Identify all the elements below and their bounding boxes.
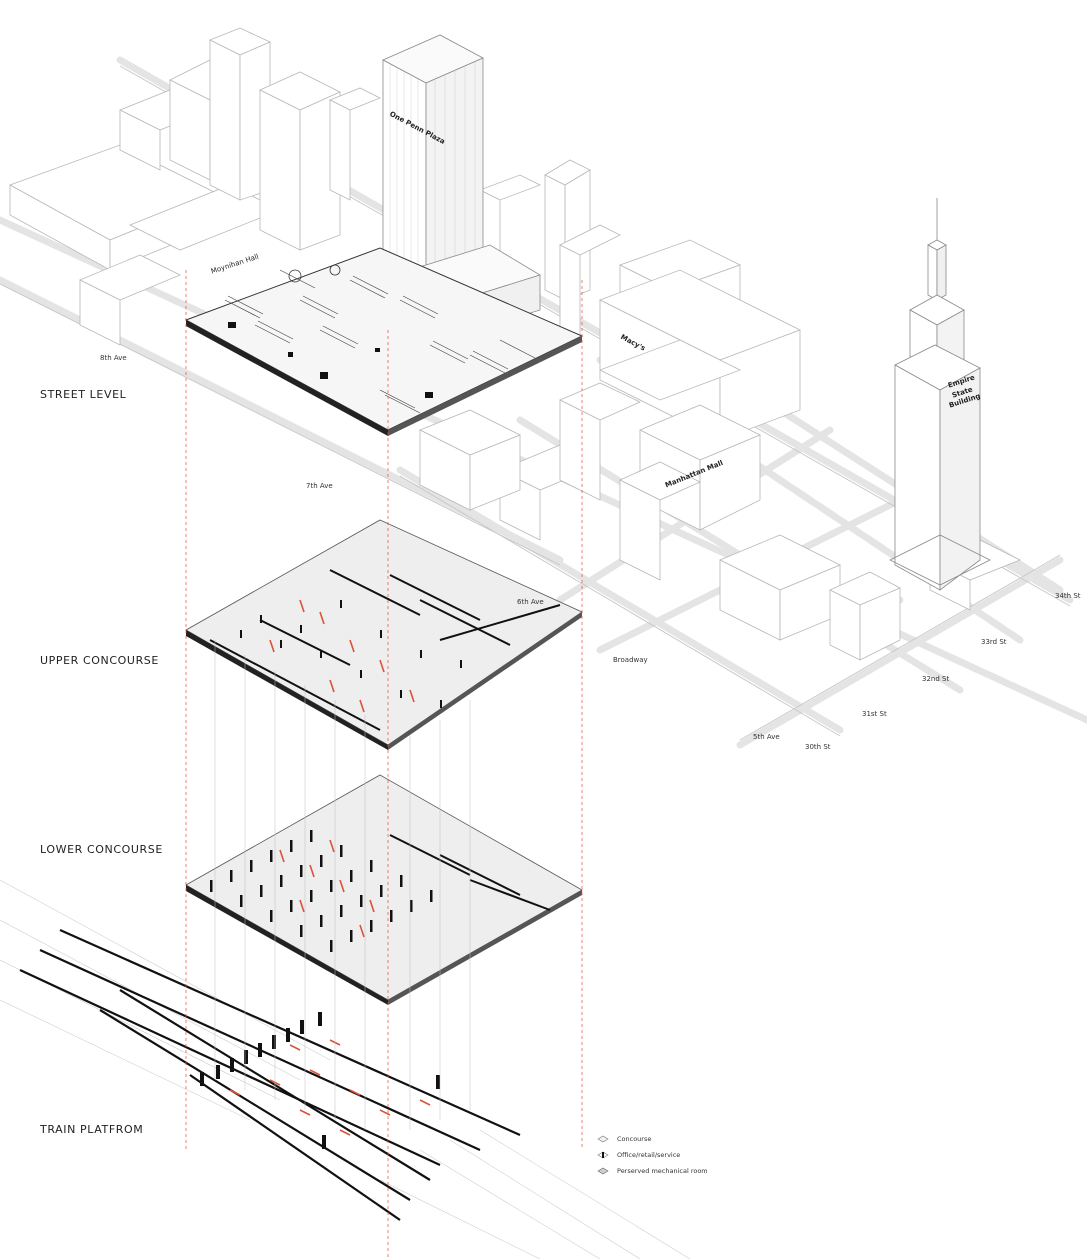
label-lower-concourse: LOWER CONCOURSE [40, 843, 163, 856]
one-penn-plaza-tower [382, 34, 541, 336]
street-30th-st: 30th St [805, 743, 831, 751]
legend-label-concourse: Concourse [617, 1135, 652, 1143]
context-buildings [9, 27, 1021, 661]
label-train-platform: TRAIN PLATFROM [40, 1123, 144, 1136]
label-upper-concourse: UPPER CONCOURSE [40, 654, 159, 667]
street-7th-ave: 7th Ave [306, 482, 333, 490]
label-street-level: STREET LEVEL [40, 388, 127, 401]
street-33rd-st: 33rd St [981, 638, 1007, 646]
street-broadway: Broadway [613, 656, 648, 664]
mechanical-swatch-icon [597, 1167, 609, 1175]
lower-concourse-slab [185, 774, 583, 1005]
alignment-lines [185, 270, 583, 1259]
street-8th-ave: 8th Ave [100, 354, 127, 362]
empire-state-building [889, 198, 991, 591]
street-34th-st: 34th St [1055, 592, 1081, 600]
legend-label-office: Office/retail/service [617, 1151, 681, 1159]
structural-lines [214, 640, 471, 1130]
office-swatch-icon [597, 1151, 609, 1159]
street-6th-ave: 6th Ave [517, 598, 544, 606]
street-5th-ave: 5th Ave [753, 733, 780, 741]
legend-label-mechanical: Perserved mechanical room [617, 1167, 708, 1175]
street-level-slab [184, 247, 584, 436]
upper-concourse-slab [185, 519, 583, 750]
street-31st-st: 31st St [862, 710, 887, 718]
street-32nd-st: 32nd St [922, 675, 950, 683]
concourse-swatch-icon [597, 1135, 609, 1143]
